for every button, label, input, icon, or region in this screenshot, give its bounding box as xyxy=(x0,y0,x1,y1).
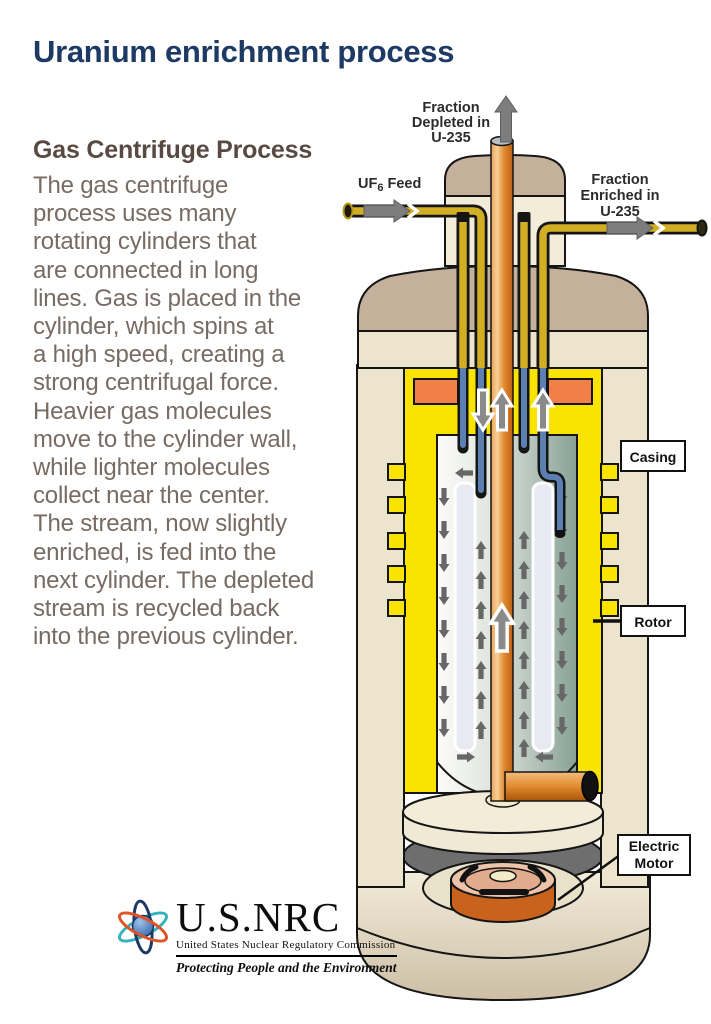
body-line: a high speed, creating a xyxy=(33,341,285,369)
body-line: move to the cylinder wall, xyxy=(33,425,298,453)
body-line: strong centrifugal force. xyxy=(33,369,279,397)
enriched-pipe xyxy=(536,216,708,368)
rotor-label: Rotor xyxy=(634,614,672,630)
body-line: collect near the center. xyxy=(33,482,270,510)
nrc-wordmark: U.S.NRC xyxy=(176,894,341,940)
body-line: into the previous cylinder. xyxy=(33,623,299,651)
cap-pipes xyxy=(456,212,531,368)
feed-pipe xyxy=(342,199,488,368)
rotor-bottom-disc xyxy=(402,790,604,855)
body-line: enriched, is fed into the xyxy=(33,538,277,566)
body-line: next cylinder. The depleted xyxy=(33,566,315,594)
body-line: The stream, now slightly xyxy=(33,510,287,538)
svg-text:Fraction: Fraction xyxy=(422,100,479,116)
svg-text:U-235: U-235 xyxy=(431,130,471,146)
body-line: process uses many xyxy=(33,200,237,228)
magnet-block-left xyxy=(413,378,459,405)
electric-motor-label-box: Electric Motor xyxy=(557,834,691,902)
centrifuge-base xyxy=(356,871,651,1002)
page-title: Uranium enrichment process xyxy=(33,34,455,69)
scoop-pipe xyxy=(504,771,591,802)
body-line: stream is recycled back xyxy=(33,595,280,623)
magnet-block-right xyxy=(547,378,593,405)
nrc-tagline: Protecting People and the Environment xyxy=(176,960,397,975)
motor-leader-line xyxy=(557,850,625,902)
svg-text:U-235: U-235 xyxy=(600,204,640,220)
body-line: are connected in long xyxy=(33,256,259,284)
casing-label: Casing xyxy=(630,449,677,465)
body-line: lines. Gas is placed in the xyxy=(33,284,302,312)
svg-text:Fraction: Fraction xyxy=(591,172,648,188)
feed-arrow-icon xyxy=(363,199,411,223)
nrc-logo: U.S.NRC United States Nuclear Regulatory… xyxy=(114,897,397,976)
body-line: while lighter molecules xyxy=(33,454,270,482)
rotor-label-box: Rotor xyxy=(593,605,686,637)
body-line: The gas centrifuge xyxy=(33,172,229,199)
depleted-arrow-icon xyxy=(494,95,518,143)
feed-label: UF6 Feed xyxy=(358,176,421,194)
nrc-full-name: United States Nuclear Regulatory Commiss… xyxy=(176,939,397,957)
section-heading: Gas Centrifuge Process xyxy=(33,136,313,164)
svg-text:Enriched in: Enriched in xyxy=(581,188,660,204)
body-line: cylinder, which spins at xyxy=(33,313,274,341)
internal-pipes xyxy=(457,362,566,538)
casing-label-box: Casing xyxy=(620,440,686,472)
rotor-tabs xyxy=(387,463,619,617)
enriched-label: Fraction Enriched in U-235 xyxy=(581,172,660,220)
body-line: Heavier gas molecules xyxy=(33,397,272,425)
body-line: rotating cylinders that xyxy=(33,228,257,256)
baffle-right xyxy=(531,481,555,753)
electric-motor-label: Motor xyxy=(635,855,674,871)
depleted-label: Fraction Depleted in U-235 xyxy=(412,100,490,146)
casing-left-wall xyxy=(356,364,405,888)
svg-text:Depleted in: Depleted in xyxy=(412,115,490,131)
baffle-left xyxy=(453,481,477,753)
electric-motor xyxy=(450,861,556,923)
enriched-arrow-icon xyxy=(606,216,654,240)
article-text: Gas Centrifuge Process The gas centrifug… xyxy=(33,136,363,651)
atom-icon xyxy=(118,899,168,955)
electric-motor-label: Electric xyxy=(629,838,680,854)
